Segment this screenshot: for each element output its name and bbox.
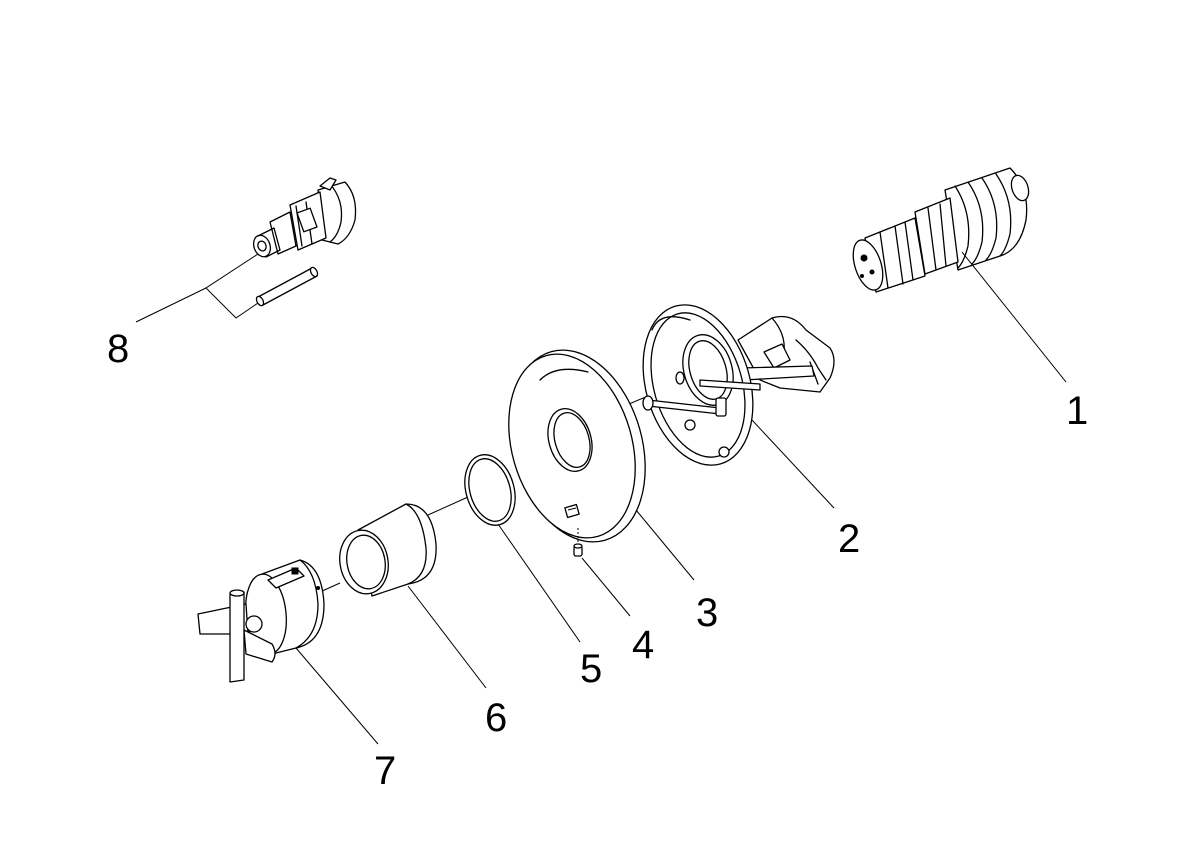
- part-1-thermostatic-cartridge-icon: [852, 167, 1067, 383]
- callout-number-7: 7: [374, 749, 396, 793]
- part-2-valve-body-icon: [642, 304, 835, 509]
- callout-number-8: 8: [107, 327, 129, 371]
- part-5-o-ring-icon: [464, 454, 581, 643]
- callout-number-6: 6: [485, 696, 507, 740]
- part-4-set-screw-icon: [573, 543, 631, 617]
- callout-number-3: 3: [696, 591, 718, 635]
- part-8-diverter-cartridge-icon: [135, 177, 357, 323]
- callout-number-5: 5: [580, 647, 602, 691]
- part-6-sleeve-icon: [339, 503, 487, 689]
- callout-number-4: 4: [632, 623, 654, 667]
- part-3-escutcheon-plate-icon: [508, 349, 695, 581]
- part-7-cross-handle-icon: [197, 559, 379, 745]
- callout-number-1: 1: [1066, 389, 1088, 433]
- callout-number-2: 2: [838, 517, 860, 561]
- callout-labels: 1 2 3 4 5 6 7 8: [107, 327, 1088, 793]
